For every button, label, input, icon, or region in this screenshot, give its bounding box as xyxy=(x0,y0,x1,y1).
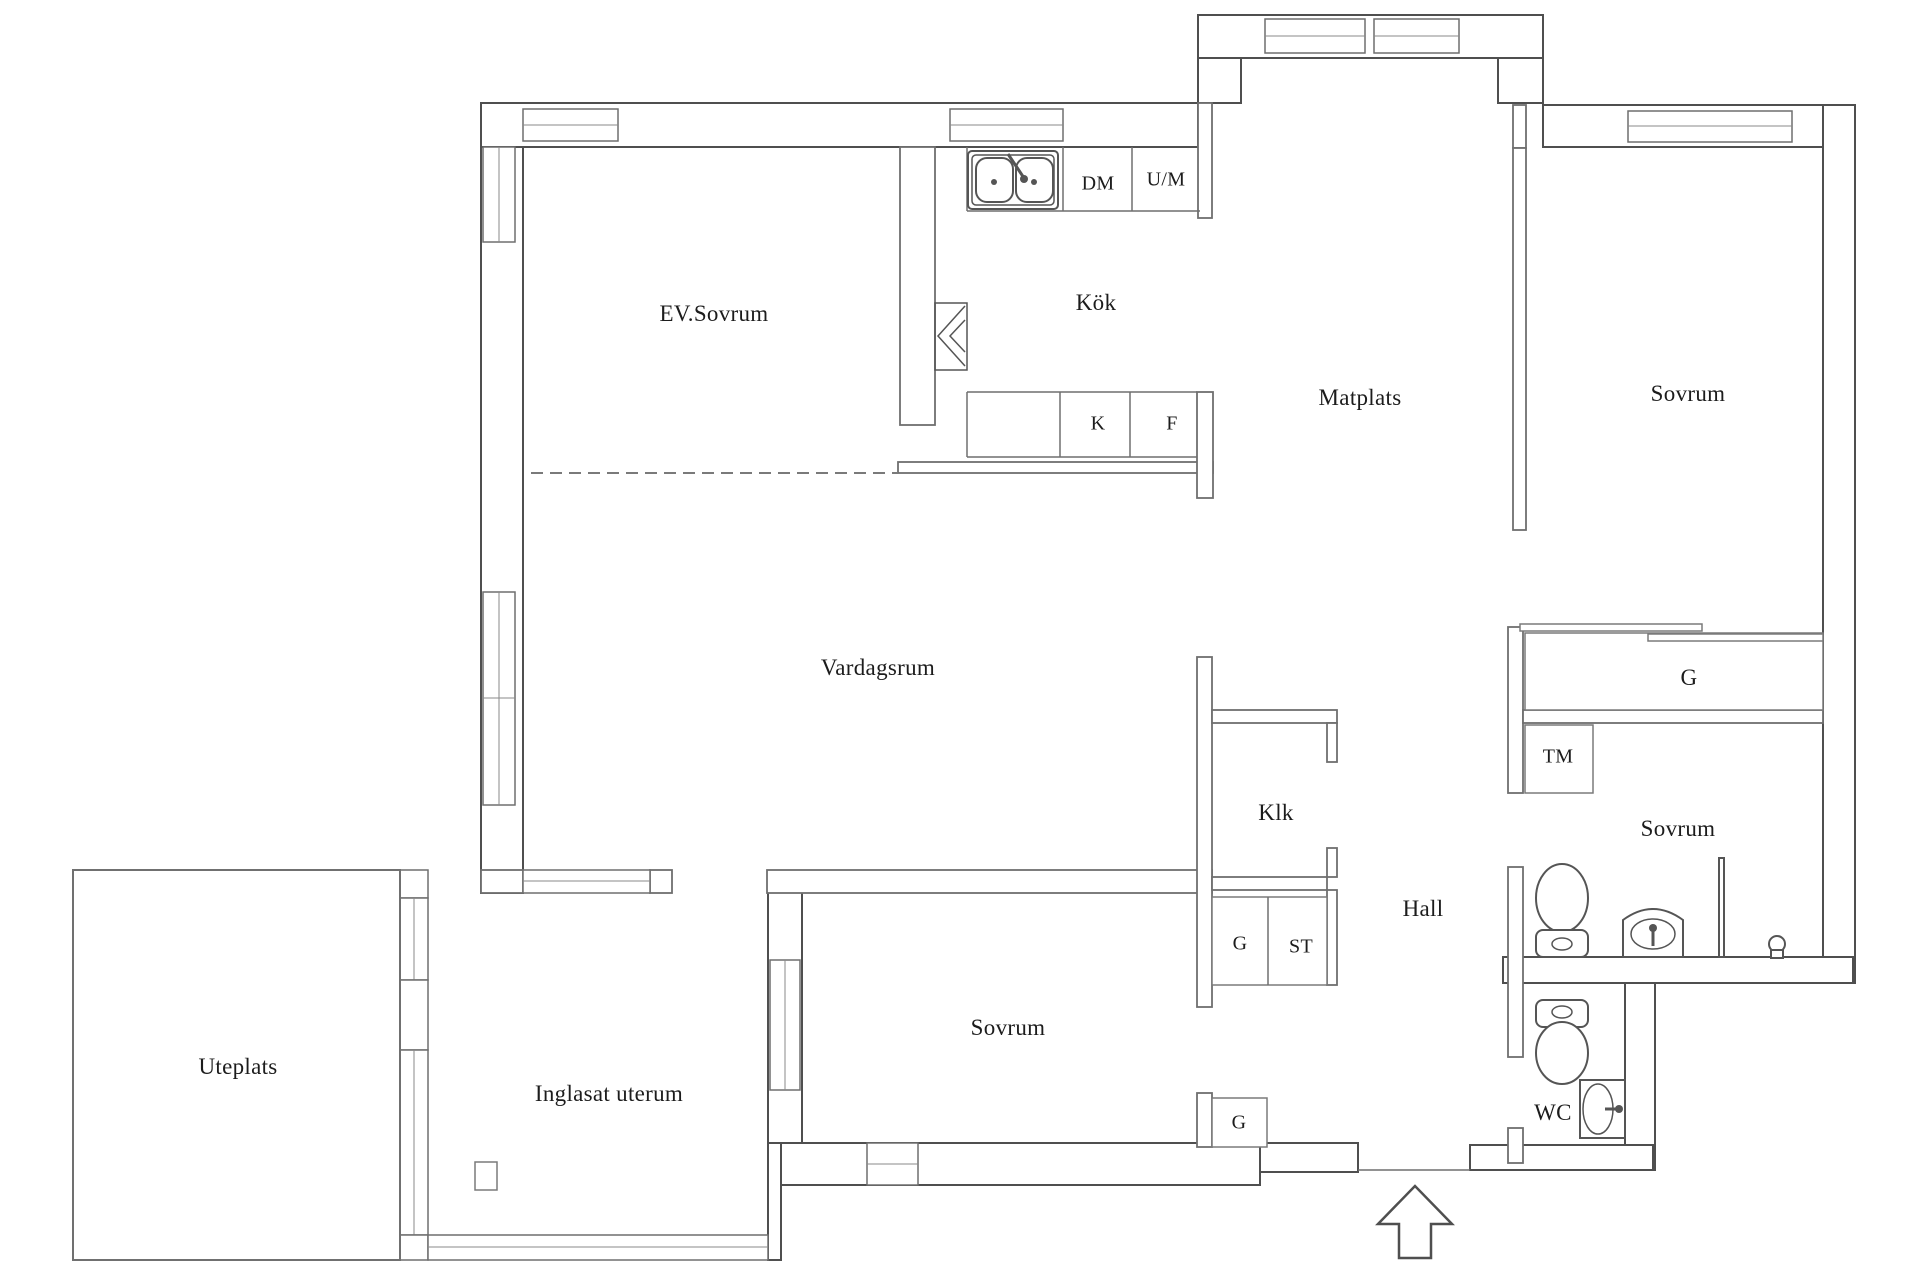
room-label-kok: Kök xyxy=(1075,290,1117,315)
washbasin-icon xyxy=(1579,1079,1626,1139)
room-label-sovrum-s: Sovrum xyxy=(970,1015,1046,1040)
wardrobe-sliding-door-icon xyxy=(1647,633,1824,642)
toilet-icon xyxy=(1535,863,1589,958)
room-label-klk: Klk xyxy=(1258,800,1294,825)
wc-fixtures xyxy=(1535,999,1626,1139)
room-label-wc: WC xyxy=(1534,1100,1572,1125)
appliance-label-um: U/M xyxy=(1146,168,1186,191)
entry-g-box xyxy=(1211,1097,1268,1148)
room-label-uteplats: Uteplats xyxy=(198,1054,278,1079)
room-label-sovrum-ne: Sovrum xyxy=(1650,381,1726,406)
room-label-inglasat-uterum: Inglasat uterum xyxy=(534,1081,684,1106)
tm-box xyxy=(1524,724,1594,794)
bathroom-fixtures xyxy=(1535,857,1786,959)
closet-label-st: ST xyxy=(1289,935,1313,958)
appliance-label-dm: DM xyxy=(1081,172,1115,195)
room-label-hall: Hall xyxy=(1402,896,1444,921)
toilet-icon xyxy=(1535,999,1589,1085)
shower-mixer-icon xyxy=(1768,935,1786,959)
flue-hatch-icon xyxy=(934,302,968,371)
appliance-label-tm: TM xyxy=(1542,745,1574,768)
closet-boxes xyxy=(1211,623,1824,1148)
outer-walls xyxy=(480,14,1856,1261)
appliance-label-f: F xyxy=(1166,412,1178,435)
wardrobe-g-box xyxy=(1524,632,1824,711)
entrance-arrow-icon xyxy=(1375,1184,1455,1260)
kitchen-counters xyxy=(966,147,1200,458)
veranda-glazing xyxy=(399,869,769,1261)
hall-closets-box xyxy=(1211,896,1328,986)
appliance-label-k: K xyxy=(1090,412,1106,435)
windows xyxy=(482,18,1793,1186)
closet-label-g-wardrobe: G xyxy=(1680,665,1698,690)
room-label-ev-sovrum: EV.Sovrum xyxy=(659,301,769,326)
wardrobe-sliding-door-icon xyxy=(1519,623,1703,632)
closet-label-g-hall: G xyxy=(1232,932,1248,955)
double-kitchen-sink-icon xyxy=(967,150,1059,210)
interior-walls xyxy=(480,102,1824,1171)
veranda-furniture-square xyxy=(474,1161,498,1191)
room-label-vardagsrum: Vardagsrum xyxy=(820,655,936,680)
washbasin-icon xyxy=(1622,908,1684,958)
room-label-matplats: Matplats xyxy=(1318,385,1402,410)
room-label-sovrum-e: Sovrum xyxy=(1640,816,1716,841)
patio-outline xyxy=(72,869,401,1261)
closet-label-g-entry: G xyxy=(1231,1111,1247,1134)
shower-screen-icon xyxy=(1718,857,1725,958)
